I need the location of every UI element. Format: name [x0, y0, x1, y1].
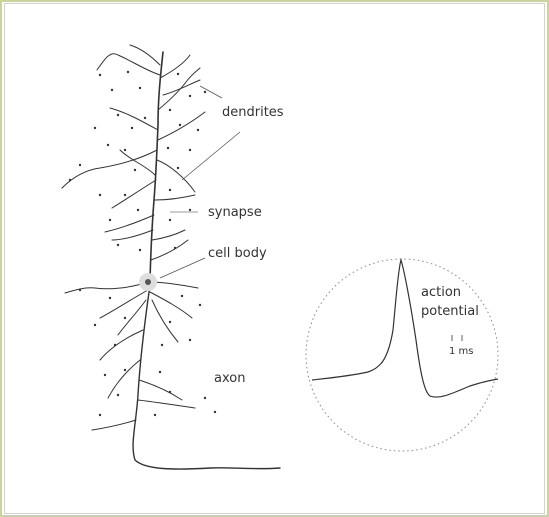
axon-collateral	[108, 360, 140, 398]
dendrite-branch	[130, 45, 160, 65]
dendrite-branch	[62, 150, 157, 188]
dendrite-branch	[105, 215, 154, 232]
basal-dendrite	[150, 292, 192, 318]
dendrites-label: dendrites	[222, 105, 284, 120]
basal-dendrite	[150, 282, 198, 288]
axon-collateral	[100, 330, 143, 360]
dendrite-branch	[160, 55, 190, 78]
basal-dendrite	[152, 300, 178, 342]
dendrite-trunk	[150, 52, 163, 280]
dendrite-branch	[151, 240, 188, 260]
cell-body	[145, 279, 151, 285]
axon-collateral	[92, 420, 136, 430]
time-scale-label: 1 ms	[449, 346, 474, 357]
dendrites-pointer-2	[182, 132, 240, 180]
axon-trunk	[133, 285, 280, 469]
dendrite-branch	[155, 195, 195, 200]
cell-body-label: cell body	[208, 246, 267, 261]
action-potential-trace	[312, 260, 498, 397]
dendrite-branch	[112, 230, 153, 240]
axon-collateral	[138, 400, 195, 408]
cell-body-pointer	[160, 258, 205, 278]
basal-dendrite	[65, 282, 148, 293]
dendrite-branch	[112, 180, 156, 208]
synapse-dots	[69, 71, 216, 416]
synapse-label: synapse	[208, 205, 262, 220]
axon-collateral	[139, 380, 182, 400]
dendrite-branch	[110, 108, 158, 130]
action-potential-label-line1: action	[421, 285, 461, 300]
dendrite-branch	[152, 230, 185, 240]
dendrite-branch	[158, 112, 205, 140]
dendrites-pointer	[200, 86, 222, 98]
basal-dendrite	[100, 290, 148, 318]
time-scale-bar	[452, 335, 462, 341]
action-potential-label-line2: potential	[421, 304, 479, 319]
axon-label: axon	[214, 371, 245, 386]
dendrite-branch	[157, 160, 195, 192]
